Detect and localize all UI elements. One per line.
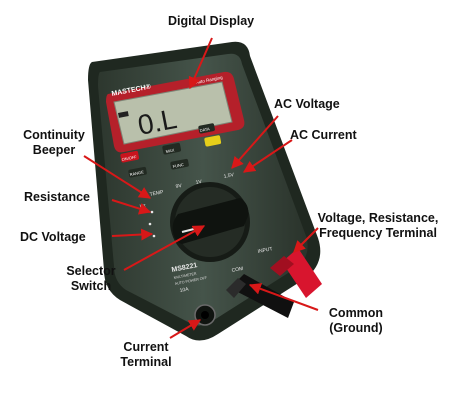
arrow-ac-voltage [231, 115, 279, 169]
black-probe-boot [226, 278, 246, 298]
lcd-screen [113, 81, 233, 145]
black-probe-plug [230, 274, 294, 318]
label-current-terminal: Current Terminal [120, 340, 172, 369]
mode-text: Auto Ranging [195, 75, 223, 85]
label-ac-current: AC Current [290, 128, 357, 142]
dial-mark-dot-1 [150, 210, 154, 214]
label-digital-display: Digital Display [168, 14, 255, 28]
label-common-ground: Common (Ground) [328, 306, 384, 335]
label-ac-voltage: AC Voltage [274, 97, 340, 111]
arrow-vrf-terminal [293, 227, 319, 253]
func-button[interactable] [170, 158, 189, 170]
current-jack-hole[interactable] [201, 311, 209, 319]
display-reading: 0.L [135, 103, 179, 141]
label-continuity-beeper: Continuity Beeper [23, 128, 85, 157]
input-jack-label: INPUT [257, 246, 273, 255]
arrow-ac-current [243, 139, 293, 173]
battery-icon [118, 111, 129, 118]
arrow-continuity [83, 155, 152, 199]
range-label: RANGE [129, 169, 144, 177]
light-button[interactable] [204, 135, 222, 147]
red-probe-plug [282, 248, 322, 298]
data-button[interactable] [198, 123, 215, 134]
on-off-label: ON/OFF [121, 154, 137, 162]
label-selector-switch: Selector Switch [66, 264, 116, 293]
arrow-common [248, 283, 319, 311]
model-number: MS8221 [171, 262, 198, 274]
red-probe-tip [270, 256, 294, 276]
dial-mark-temp: TEMP [149, 189, 164, 198]
dial-mark-1v: 1V [195, 179, 203, 186]
arrow-dc-voltage [111, 228, 154, 241]
com-jack-label: COM [231, 266, 244, 274]
button-row-2 [128, 158, 189, 178]
range-button[interactable] [128, 166, 147, 178]
data-label: DATA [199, 126, 210, 133]
dial-mark-1-5v: 1.5V [223, 172, 235, 180]
label-dc-voltage: DC Voltage [20, 230, 86, 244]
button-row-1 [120, 123, 222, 163]
label-resistance: Resistance [24, 190, 91, 204]
arrow-selector-switch [123, 225, 206, 271]
on-off-button[interactable] [120, 150, 140, 163]
arrow-current-terminal [169, 319, 202, 339]
model-line-2: AUTO POWER OFF [174, 276, 208, 286]
annotation-arrows [83, 37, 319, 339]
dial-mark-9v: 9V [175, 183, 183, 190]
label-vrf-terminal: Voltage, Resistance, Frequency Terminal [317, 211, 439, 240]
max-button[interactable] [162, 142, 182, 155]
arrow-digital-display [188, 37, 213, 90]
func-label: FUNC [172, 162, 184, 169]
dial-mark-dot-3 [152, 234, 156, 238]
amp-jack-label: 10A [179, 286, 190, 294]
model-line-1: MULTIMETER [173, 272, 197, 280]
dial-mark-dot-2 [148, 222, 152, 226]
max-label: MAX [165, 147, 175, 154]
arrow-resistance [111, 199, 152, 215]
